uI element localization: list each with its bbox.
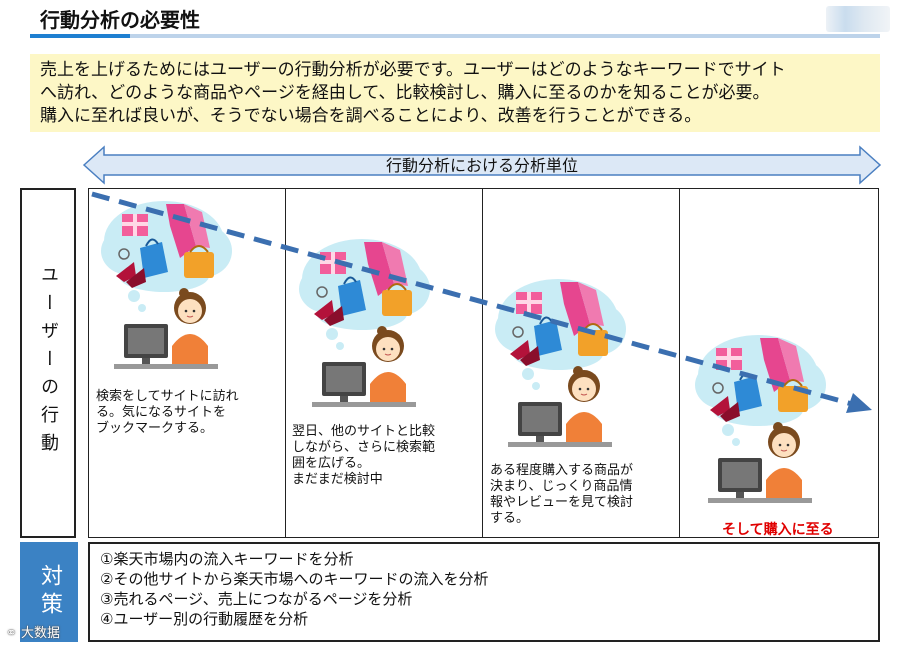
analysis-unit-label: 行動分析における分析単位: [385, 156, 578, 175]
measures-label-box: 対策: [20, 542, 78, 642]
measure-item: ①楽天市場内の流入キーワードを分析: [100, 550, 354, 568]
intro-line: へ訪れ、どのような商品やページを経由して、比較検討し、購入に至るのかを知ることが…: [40, 83, 770, 103]
stage-desc-2: 翌日、他のサイトと比較 しながら、さらに検索範 囲を広げる。 まだまだ検討中: [292, 424, 436, 487]
measure-item: ④ユーザー別の行動履歴を分析: [100, 610, 309, 628]
measure-item: ②その他サイトから楽天市場へのキーワードの流入を分析: [100, 570, 489, 588]
double-arrow-icon: [82, 145, 882, 185]
side-label-box: ユーザーの行動: [20, 188, 76, 538]
title-underline: [30, 34, 880, 38]
stage-desc-1: 検索をしてサイトに訪れ る。気になるサイトを ブックマークする。: [96, 389, 239, 436]
measures-box: ①楽天市場内の流入キーワードを分析 ②その他サイトから楽天市場へのキーワードの流…: [88, 542, 880, 642]
intro-box: 売上を上げるためにはユーザーの行動分析が必要です。ユーザーはどのようなキーワード…: [30, 54, 880, 132]
final-stage-label: そして購入に至る: [722, 522, 834, 538]
intro-line: 購入に至れば良いが、そうでない場合を調べることにより、改善を行うことができる。: [40, 106, 702, 126]
page-title: 行動分析の必要性: [40, 8, 200, 32]
watermark: ⚭ 大数据: [6, 626, 61, 641]
side-label: ユーザーの行動: [38, 265, 59, 461]
measures-label: 対策: [37, 564, 62, 620]
measure-item: ③売れるページ、売上につながるページを分析: [100, 590, 413, 608]
logo-icon: [826, 6, 890, 32]
stage-desc-3: ある程度購入する商品が 決まり、じっくり商品情 報やレビューを見て検討 する。: [490, 463, 634, 526]
intro-line: 売上を上げるためにはユーザーの行動分析が必要です。ユーザーはどのようなキーワード…: [40, 60, 786, 80]
analysis-unit-arrow: 行動分析における分析単位: [82, 144, 882, 186]
